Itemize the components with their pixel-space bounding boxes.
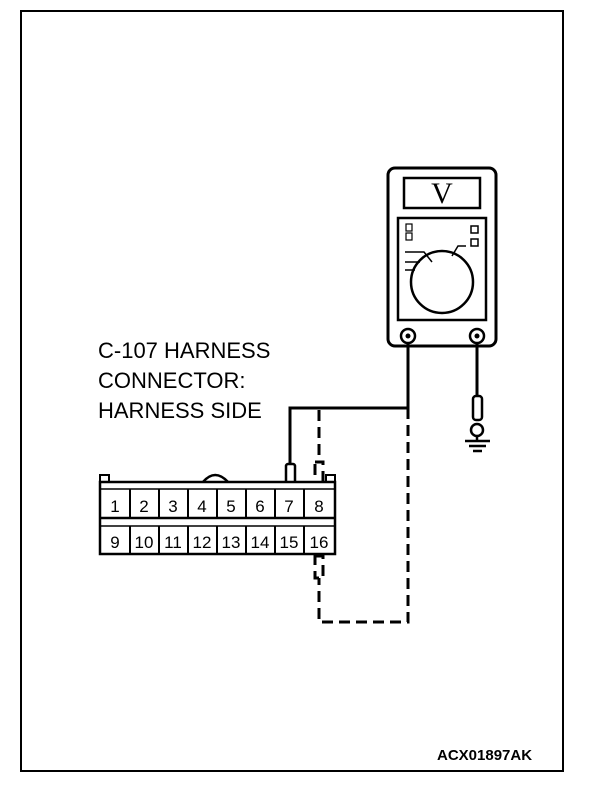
connector-label-line: C-107 HARNESS [98,338,271,363]
pin-label: 14 [251,533,270,552]
pin-label: 9 [110,533,119,552]
pin-label: 16 [310,533,329,552]
connector-housing [98,473,337,556]
pin-label: 5 [226,497,235,516]
voltmeter-icon: V [386,166,498,348]
figure-code: ACX01897AK [437,747,533,764]
pin-label: 11 [164,533,182,552]
probe-icon [471,394,484,422]
pin-label: 7 [284,497,293,516]
pin-label: 2 [139,497,148,516]
pin-label: 6 [255,497,264,516]
meter-mode-symbol: V [431,177,453,210]
pin-label: 12 [193,533,212,552]
diagram-frame [20,10,564,772]
connector-label-line: CONNECTOR: [98,368,246,393]
pin-label: 10 [135,533,154,552]
rotary-dial [409,249,475,315]
pin-label: 13 [222,533,241,552]
pin-label: 15 [280,533,299,552]
ground-lead [469,343,485,441]
connector-label: C-107 HARNESS CONNECTOR: HARNESS SIDE [98,336,270,426]
pin-label: 1 [110,497,119,516]
test-lead [284,343,410,497]
harness-wire-dashed [313,408,410,624]
pin-label: 8 [314,497,323,516]
pin-label: 4 [197,497,206,516]
connector-label-line: HARNESS SIDE [98,398,262,423]
ground-icon [465,439,490,453]
pin-label: 3 [168,497,177,516]
